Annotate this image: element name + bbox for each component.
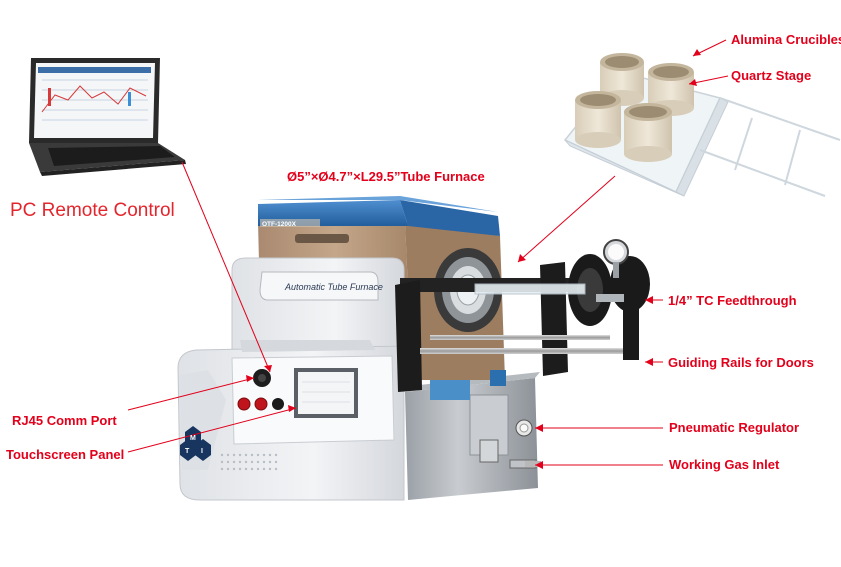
logo-letter-t: T (185, 448, 190, 455)
model-badge: OTF-1200X (262, 221, 297, 228)
label-rj45-port: RJ45 Comm Port (12, 413, 117, 428)
furnace-nameplate: Automatic Tube Furnace (284, 282, 383, 292)
mti-logo (180, 426, 211, 461)
laptop (29, 58, 186, 176)
logo-letter-i: I (201, 448, 203, 455)
label-touchscreen-panel: Touchscreen Panel (6, 447, 125, 462)
gas-control-box (405, 372, 541, 500)
label-quartz-stage: Quartz Stage (731, 68, 812, 83)
leader-arrowheads (246, 49, 701, 469)
label-tube-furnace: Ø5”×Ø4.7”×L29.5”Tube Furnace (287, 169, 485, 184)
label-alumina-crucibles: Alumina Crucibles (731, 32, 841, 47)
label-guiding-rails: Guiding Rails for Doors (668, 355, 814, 370)
label-pneumatic-regulator: Pneumatic Regulator (669, 420, 800, 435)
label-pc-remote-control: PC Remote Control (10, 200, 175, 221)
leader-lines (127, 39, 729, 466)
alumina-crucibles (575, 53, 694, 162)
label-working-gas-inlet: Working Gas Inlet (669, 457, 780, 472)
label-tc-feedthrough: 1/4” TC Feedthrough (668, 293, 797, 308)
logo-letter-m: M (190, 435, 196, 442)
control-cabinet (177, 257, 405, 501)
tube-flange-assembly (395, 239, 650, 400)
